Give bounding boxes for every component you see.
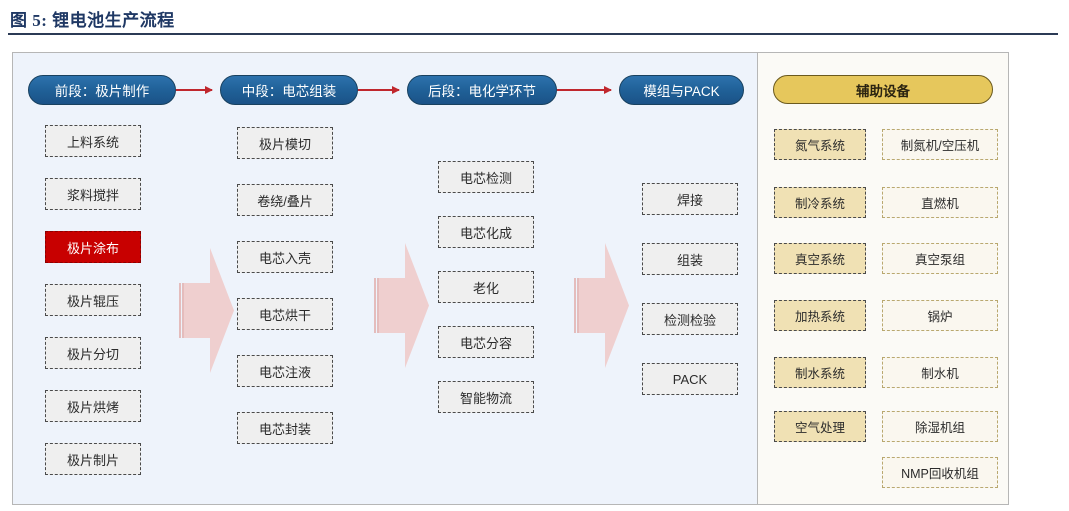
aux-system-box[interactable]: 加热系统 [774, 300, 866, 331]
page-title: 图 5: 锂电池生产流程 [10, 11, 175, 30]
process-step-box[interactable]: 检测检验 [642, 303, 738, 335]
panel-divider [757, 53, 758, 504]
process-step-box[interactable]: 焊接 [642, 183, 738, 215]
process-step-box[interactable]: 电芯分容 [438, 326, 534, 358]
title-divider [8, 33, 1058, 35]
process-step-box[interactable]: 电芯烘干 [237, 298, 333, 330]
arrow-connector-1 [176, 85, 213, 94]
process-step-box-highlighted[interactable]: 极片涂布 [45, 231, 141, 263]
process-step-box[interactable]: 电芯检测 [438, 161, 534, 193]
aux-equipment-box[interactable]: NMP回收机组 [882, 457, 998, 488]
aux-system-box[interactable]: 真空系统 [774, 243, 866, 274]
aux-equipment-box[interactable]: 制氮机/空压机 [882, 129, 998, 160]
auxiliary-equipment-panel: 辅助设备 氮气系统 制氮机/空压机 制冷系统 直燃机 真空系统 真空泵组 加热系… [758, 53, 1008, 504]
aux-equipment-box[interactable]: 制水机 [882, 357, 998, 388]
stage-pill-module-pack[interactable]: 模组与PACK [619, 75, 744, 105]
process-step-box[interactable]: 极片辊压 [45, 284, 141, 316]
aux-system-box[interactable]: 制冷系统 [774, 187, 866, 218]
aux-equipment-box[interactable]: 除湿机组 [882, 411, 998, 442]
process-step-box[interactable]: 上料系统 [45, 125, 141, 157]
process-step-box[interactable]: 极片烘烤 [45, 390, 141, 422]
auxiliary-equipment-header: 辅助设备 [773, 75, 993, 104]
aux-system-box[interactable]: 制水系统 [774, 357, 866, 388]
figure-title-bar: 图 5: 锂电池生产流程 [0, 0, 1069, 44]
production-flow-panel: 前段：极片制作 中段：电芯组装 后段：电化学环节 模组与PACK 上料系统 浆料… [13, 53, 757, 504]
process-step-box[interactable]: 电芯化成 [438, 216, 534, 248]
chevron-arrow-icon-3 [573, 243, 629, 368]
diagram-container: 前段：极片制作 中段：电芯组装 后段：电化学环节 模组与PACK 上料系统 浆料… [12, 52, 1009, 505]
aux-equipment-box[interactable]: 真空泵组 [882, 243, 998, 274]
process-step-box[interactable]: 电芯封装 [237, 412, 333, 444]
chevron-arrow-icon-2 [373, 243, 429, 368]
process-step-box[interactable]: 极片分切 [45, 337, 141, 369]
stage-pill-rear-electrochemical[interactable]: 后段：电化学环节 [407, 75, 557, 105]
process-step-box[interactable]: 卷绕/叠片 [237, 184, 333, 216]
process-step-box[interactable]: 浆料搅拌 [45, 178, 141, 210]
process-step-box[interactable]: 组装 [642, 243, 738, 275]
aux-system-box[interactable]: 空气处理 [774, 411, 866, 442]
process-step-box[interactable]: 极片制片 [45, 443, 141, 475]
arrow-connector-3 [557, 85, 612, 94]
process-step-box[interactable]: 电芯注液 [237, 355, 333, 387]
aux-system-box[interactable]: 氮气系统 [774, 129, 866, 160]
process-step-box[interactable]: 智能物流 [438, 381, 534, 413]
stage-pill-front-electrode[interactable]: 前段：极片制作 [28, 75, 176, 105]
chevron-arrow-icon-1 [178, 248, 234, 373]
process-step-box[interactable]: 电芯入壳 [237, 241, 333, 273]
aux-equipment-box[interactable]: 锅炉 [882, 300, 998, 331]
stage-pill-mid-cell-assembly[interactable]: 中段：电芯组装 [220, 75, 358, 105]
aux-equipment-box[interactable]: 直燃机 [882, 187, 998, 218]
arrow-connector-2 [358, 85, 400, 94]
process-step-box[interactable]: 老化 [438, 271, 534, 303]
process-step-box[interactable]: PACK [642, 363, 738, 395]
process-step-box[interactable]: 极片模切 [237, 127, 333, 159]
